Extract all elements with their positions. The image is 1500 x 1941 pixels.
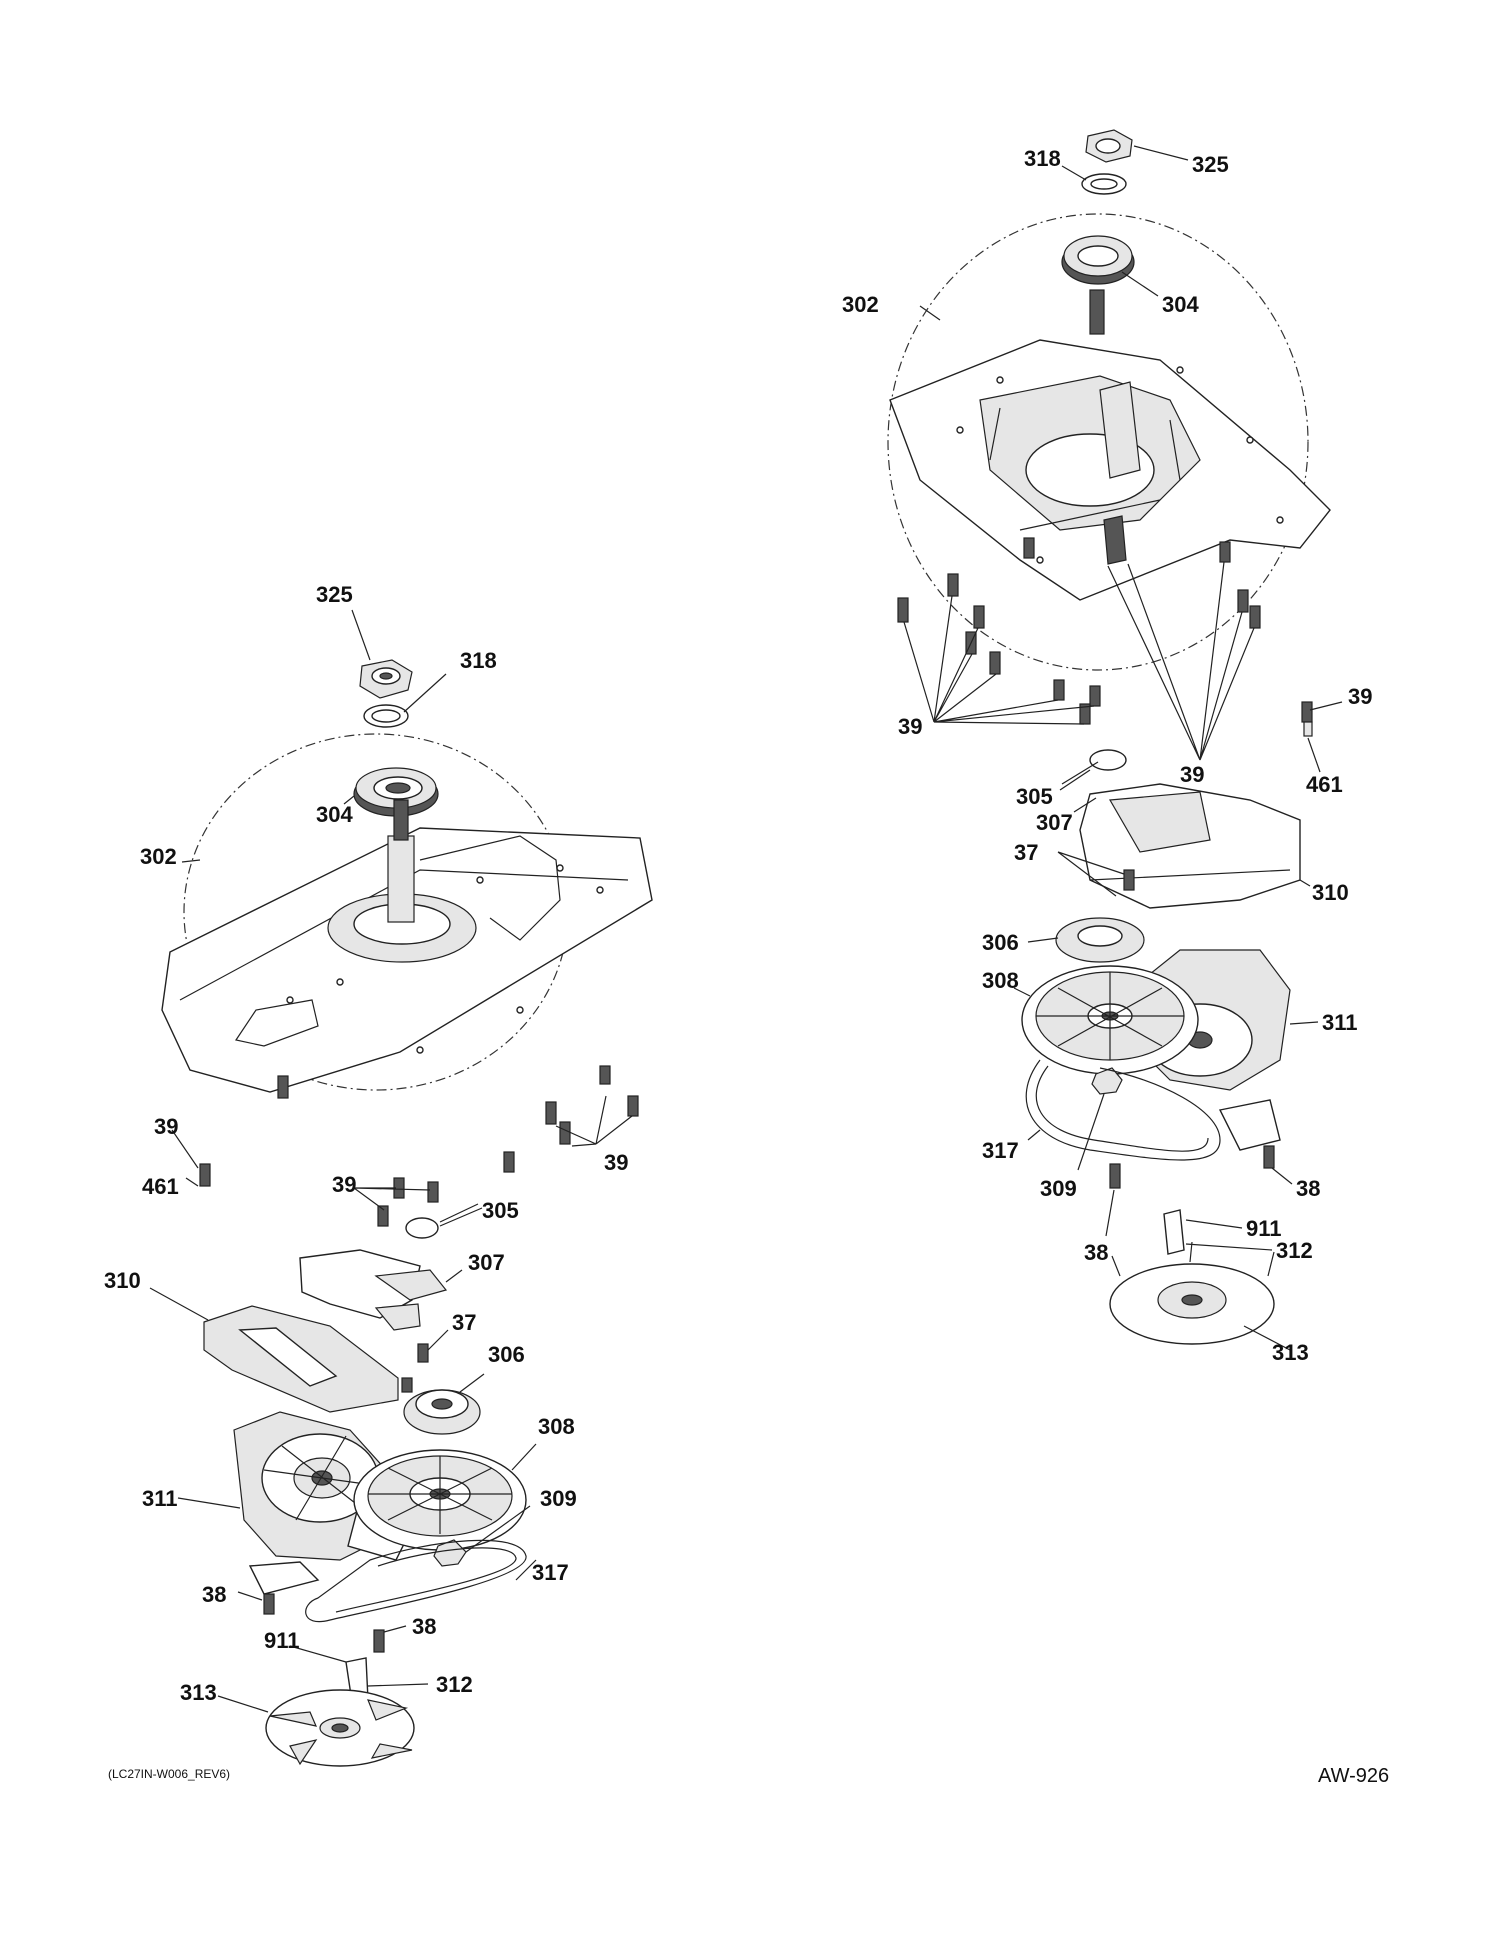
right-part-304-seal — [1061, 235, 1159, 335]
right-assembly — [887, 129, 1343, 1351]
right-part-38-bolts — [1105, 1099, 1293, 1237]
left-label-39-b: 39 — [604, 1150, 628, 1175]
right-label-317: 317 — [982, 1138, 1019, 1163]
right-label-305: 305 — [1016, 784, 1053, 809]
left-label-306: 306 — [488, 1342, 525, 1367]
left-label-39-c: 39 — [332, 1172, 356, 1197]
left-part-317-belt — [305, 1539, 537, 1623]
right-part-39-screws — [897, 537, 1343, 761]
right-callout-labels: 318 325 302 304 39 39 39 461 305 307 37 … — [842, 146, 1372, 1365]
right-label-307: 307 — [1036, 810, 1073, 835]
right-label-304: 304 — [1162, 292, 1199, 317]
right-part-307-310-housing — [1057, 783, 1311, 909]
right-part-911-312-bracket — [1163, 1209, 1273, 1255]
left-label-317: 317 — [532, 1560, 569, 1585]
left-part-309-nut — [433, 1505, 531, 1567]
right-label-325: 325 — [1192, 152, 1229, 177]
left-label-37: 37 — [452, 1310, 476, 1335]
right-part-461-screw — [1303, 721, 1321, 773]
right-label-309: 309 — [1040, 1176, 1077, 1201]
left-part-313-fan — [217, 1689, 415, 1767]
right-part-308-pulley — [1013, 965, 1199, 1075]
right-part-305-ring — [1059, 749, 1127, 791]
right-part-317-belt — [1025, 1059, 1221, 1161]
right-label-39-b: 39 — [1180, 762, 1204, 787]
left-part-325-nut — [359, 659, 413, 699]
left-label-325: 325 — [316, 582, 353, 607]
left-part-306-hub — [403, 1373, 485, 1435]
right-part-318-washer — [1061, 165, 1127, 195]
left-label-38-b: 38 — [412, 1614, 436, 1639]
right-label-310: 310 — [1312, 880, 1349, 905]
page-code: AW-926 — [1318, 1765, 1389, 1787]
left-label-318: 318 — [460, 648, 497, 673]
right-part-306-gear — [1027, 917, 1145, 963]
right-part-309-nut — [1077, 1067, 1123, 1171]
right-label-37: 37 — [1014, 840, 1038, 865]
right-label-306: 306 — [982, 930, 1019, 955]
right-part-302-outline — [887, 213, 1309, 671]
left-label-313: 313 — [180, 1680, 217, 1705]
right-part-302-frame — [889, 305, 1331, 601]
right-part-325-nut — [1085, 129, 1189, 163]
right-part-313-fan — [1109, 1241, 1291, 1351]
left-callout-labels: 325 318 304 302 39 461 39 39 305 307 310… — [104, 582, 628, 1705]
left-label-305: 305 — [482, 1198, 519, 1223]
right-label-911: 911 — [1246, 1216, 1282, 1241]
left-label-302: 302 — [140, 844, 177, 869]
left-part-307-mechanism — [299, 1249, 463, 1331]
left-label-310: 310 — [104, 1268, 141, 1293]
left-label-307: 307 — [468, 1250, 505, 1275]
left-part-39-screws — [171, 1065, 639, 1227]
left-label-461: 461 — [142, 1174, 179, 1199]
left-label-39-a: 39 — [154, 1114, 178, 1139]
left-label-38-a: 38 — [202, 1582, 226, 1607]
right-label-318: 318 — [1024, 146, 1061, 171]
right-label-312: 312 — [1276, 1238, 1313, 1263]
right-label-38-b: 38 — [1084, 1240, 1108, 1265]
left-label-311: 311 — [142, 1486, 178, 1511]
left-label-309: 309 — [540, 1486, 577, 1511]
right-label-302: 302 — [842, 292, 879, 317]
left-label-304: 304 — [316, 802, 353, 827]
left-part-37-screw — [401, 1329, 449, 1393]
left-part-310-cover — [149, 1287, 399, 1413]
right-label-461: 461 — [1306, 772, 1343, 797]
left-label-312: 312 — [436, 1672, 473, 1697]
left-part-308-pulley — [353, 1443, 537, 1551]
right-label-308: 308 — [982, 968, 1019, 993]
right-label-313: 313 — [1272, 1340, 1309, 1365]
left-part-38-bolts — [237, 1591, 407, 1653]
left-part-305-ring — [405, 1203, 479, 1239]
right-label-38-a: 38 — [1296, 1176, 1320, 1201]
drawing-reference: (LC27IN-W006_REV6) — [108, 1767, 230, 1781]
left-part-302-plate — [161, 799, 653, 1093]
right-label-39-a: 39 — [898, 714, 922, 739]
left-label-911: 911 — [264, 1628, 300, 1653]
right-label-39-c: 39 — [1348, 684, 1372, 709]
left-label-308: 308 — [538, 1414, 575, 1439]
left-assembly — [149, 609, 653, 1767]
left-part-318-washer — [363, 704, 409, 728]
right-label-311: 311 — [1322, 1010, 1358, 1035]
